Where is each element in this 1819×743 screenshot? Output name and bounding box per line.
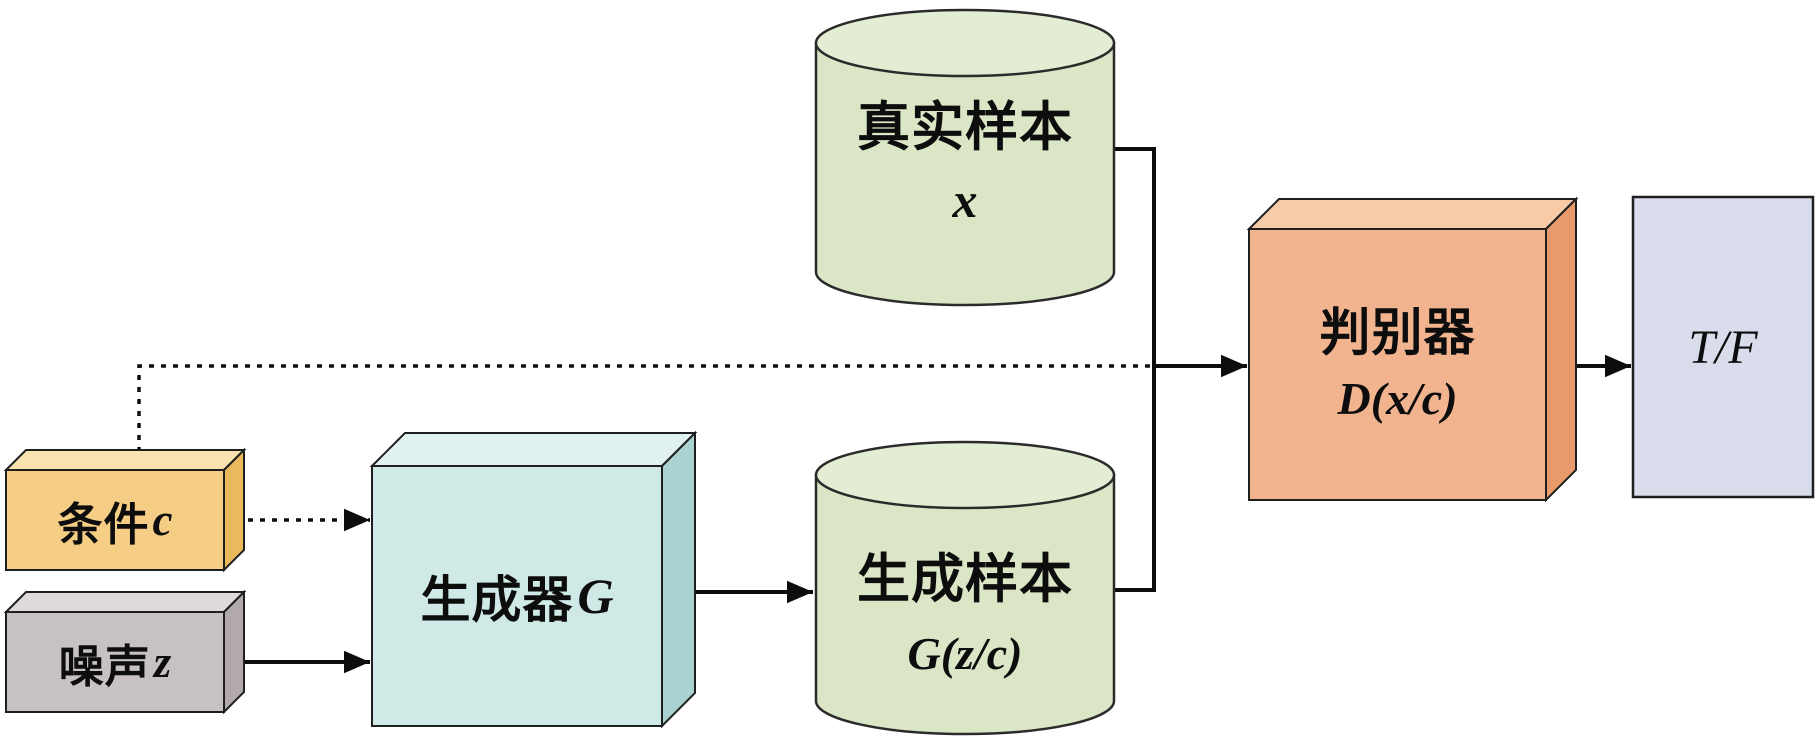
discriminator-box bbox=[1246, 196, 1579, 503]
discriminator-box-top-face bbox=[1246, 198, 1579, 230]
generated-samples-cylinder bbox=[814, 440, 1116, 736]
generator-box-side-face bbox=[661, 430, 696, 729]
condition-box bbox=[3, 447, 247, 573]
generated-samples-cylinder-top bbox=[814, 440, 1116, 510]
condition-box-top-face bbox=[3, 449, 247, 471]
noise-box-side-face bbox=[223, 589, 245, 715]
edge-samples-junction-bracket bbox=[1108, 147, 1156, 592]
edge-condition-to-discriminator-dashed bbox=[137, 364, 1152, 452]
noise-box-top-face bbox=[3, 591, 247, 613]
output-rect bbox=[1631, 195, 1815, 499]
real-samples-cylinder bbox=[814, 8, 1116, 307]
noise-box bbox=[3, 589, 247, 715]
generator-box bbox=[369, 430, 698, 729]
generated-samples-cylinder-body bbox=[814, 473, 1116, 736]
discriminator-box-front-face bbox=[1248, 228, 1547, 501]
condition-box-front-face bbox=[5, 469, 225, 571]
real-samples-cylinder-body bbox=[814, 41, 1116, 307]
condition-box-side-face bbox=[223, 447, 245, 573]
generator-box-front-face bbox=[371, 465, 663, 727]
noise-box-front-face bbox=[5, 611, 225, 713]
real-samples-cylinder-top bbox=[814, 8, 1116, 78]
discriminator-box-side-face bbox=[1545, 196, 1577, 503]
generator-box-top-face bbox=[369, 432, 698, 467]
